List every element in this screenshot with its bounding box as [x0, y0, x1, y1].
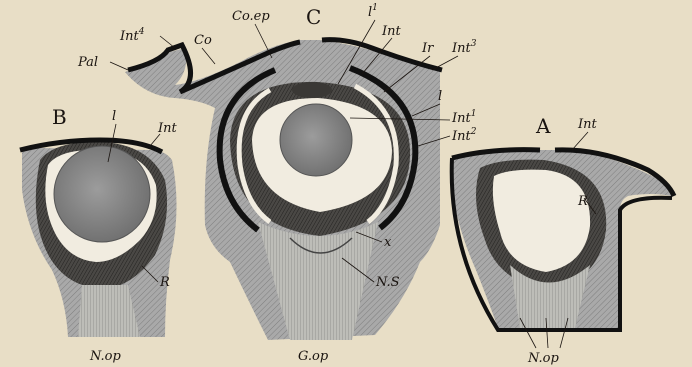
label-co-ep: Co.ep: [232, 9, 270, 24]
figure-c-letter: C: [306, 5, 321, 29]
label-l-c: l: [438, 89, 442, 104]
figure-b-lens: [54, 146, 150, 242]
label-n-op-b: N.op: [89, 349, 122, 364]
label-co: Co: [194, 33, 212, 48]
label-x: x: [384, 235, 392, 250]
figure-c-cornea-epithelium: [292, 82, 332, 98]
figure-a: [452, 150, 674, 330]
label-int2: Int2: [451, 127, 477, 144]
label-ns: N.S: [375, 275, 400, 290]
label-ir: Ir: [421, 41, 434, 56]
label-g-op: G.op: [298, 349, 329, 364]
label-int4: Int4: [119, 27, 145, 44]
figure-a-letter: A: [535, 114, 551, 138]
label-int-a: Int: [577, 117, 598, 132]
label-l1: l1: [368, 3, 378, 20]
label-int1: Int1: [451, 109, 476, 126]
label-r-b: R: [159, 275, 170, 290]
label-l-b: l: [112, 109, 116, 124]
label-n-op-a: N.op: [527, 351, 560, 366]
label-int-c: Int: [381, 24, 402, 39]
label-int-b: Int: [157, 121, 178, 136]
label-int3: Int3: [451, 39, 477, 56]
label-pal: Pal: [77, 55, 98, 70]
figure-b-letter: B: [52, 105, 67, 129]
figure-b: [20, 140, 177, 337]
figure-c-lens: [280, 104, 352, 176]
